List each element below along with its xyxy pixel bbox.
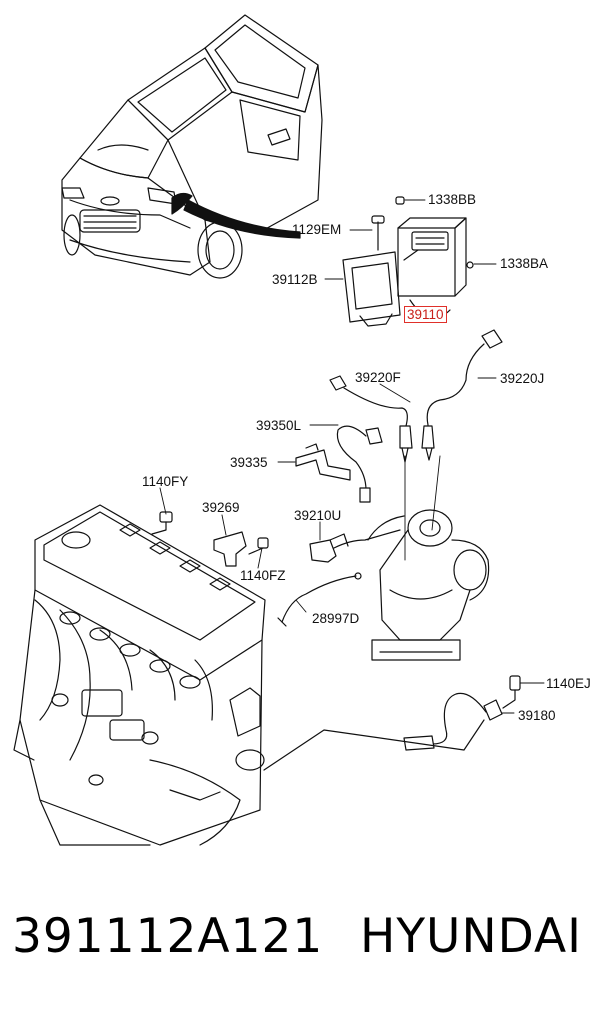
sensor-39180 — [263, 675, 521, 771]
vehicle-illustration — [61, 14, 323, 279]
hose-28997d — [277, 572, 362, 627]
label-28997d: 28997D — [312, 611, 360, 626]
part-number: 391112A121 — [12, 909, 324, 964]
leader-lines — [159, 199, 545, 714]
label-39110-highlighted: 39110 — [404, 306, 447, 323]
label-39350l: 39350L — [256, 418, 302, 433]
label-39112b: 39112B — [272, 272, 318, 287]
label-39210u: 39210U — [294, 508, 342, 523]
bolt-1140fz — [248, 537, 269, 555]
label-39335: 39335 — [230, 455, 268, 470]
label-39180: 39180 — [518, 708, 556, 723]
label-1140ej: 1140EJ — [546, 676, 591, 691]
temperature-sensor-39350l — [336, 425, 383, 503]
catalytic-converter — [367, 509, 490, 661]
label-1140fz: 1140FZ — [240, 568, 286, 583]
brand-name: HYUNDAI — [360, 909, 582, 964]
oxygen-sensor-39220j — [421, 329, 503, 461]
label-39220j: 39220J — [500, 371, 545, 386]
label-1338bb: 1338BB — [428, 192, 477, 207]
footer-caption: 391112A121 HYUNDAI — [0, 905, 611, 975]
label-39269: 39269 — [202, 500, 240, 515]
oxygen-sensor-39220f — [329, 375, 413, 463]
bolt-1140fy — [151, 511, 173, 535]
engine-block — [13, 504, 266, 846]
sensor-39210u — [309, 529, 401, 563]
bracket-39335 — [295, 443, 351, 481]
bracket-39269 — [213, 531, 247, 567]
label-1140fy: 1140FY — [142, 474, 189, 489]
label-1338ba: 1338BA — [500, 256, 549, 271]
label-1129em: 1129EM — [292, 222, 342, 237]
label-39220f: 39220F — [355, 370, 401, 385]
